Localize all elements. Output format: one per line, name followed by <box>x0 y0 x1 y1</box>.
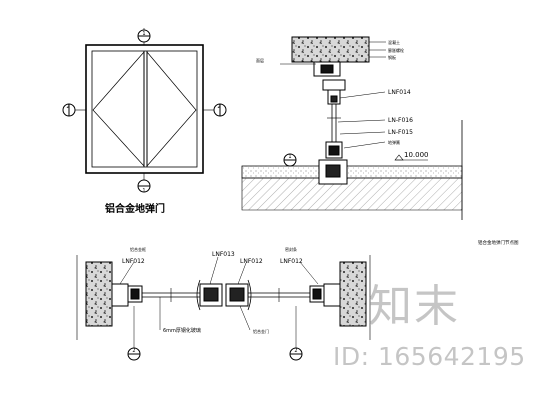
door-elevation <box>75 28 214 186</box>
label-lnf012-left: LNF012 <box>122 258 145 265</box>
vertical-section <box>241 36 463 220</box>
label-lnf015: LN-F015 <box>388 129 413 136</box>
left-leaf-swing-line <box>92 51 145 167</box>
level-dimension: 10.000 <box>404 151 429 159</box>
watermark-logo: 知末 <box>368 281 460 332</box>
left-jamb-frame <box>111 283 129 307</box>
floor-finish-layer <box>241 165 463 179</box>
right-wall <box>339 261 367 327</box>
ceiling-concrete-slab <box>291 36 370 63</box>
head-frame-box <box>322 79 346 91</box>
leader-lnf014 <box>339 91 386 99</box>
floor-base-layer <box>241 177 463 211</box>
section-mark-left-text: 2 <box>66 104 69 110</box>
label-lnf016: LN-F016 <box>388 117 413 124</box>
leader-lnf012-left <box>119 261 135 285</box>
leader-door-note <box>239 305 251 331</box>
bottom-rail-core <box>328 145 340 156</box>
head-frame-core <box>330 95 338 103</box>
left-jamb-core <box>130 288 140 300</box>
label-lnf013: LNF013 <box>212 251 235 258</box>
right-jamb-core <box>312 288 322 300</box>
label-lnf014: LNF014 <box>388 89 411 96</box>
leader-lnf015 <box>339 131 386 135</box>
watermark-id: ID: 165642195 <box>333 342 526 371</box>
note-plate: 钢板 <box>388 54 396 60</box>
leader-lnf013 <box>209 256 219 285</box>
note-finish: 面层 <box>256 57 264 63</box>
note-bolt: 膨胀螺栓 <box>388 47 404 53</box>
floor-spring-core <box>325 164 341 178</box>
horizontal-section-mark-right-text: 2 <box>294 348 297 354</box>
head-anchor-fill <box>320 64 334 74</box>
vertical-section-mark-text: 1 <box>288 154 291 160</box>
center-stile-left-core <box>203 287 219 302</box>
section-mark-top-text: 1 <box>142 31 145 37</box>
section-mark-bottom-text: 1 <box>142 188 145 194</box>
door-outer-frame <box>85 44 204 174</box>
section-mark-right-text: 2 <box>217 104 220 110</box>
label-lnf012-center: LNF012 <box>240 258 263 265</box>
leader-lnf012-center <box>237 262 247 285</box>
note-alu-door: 铝合金门 <box>253 328 269 334</box>
note-alu-frame-left: 铝合金框 <box>130 246 146 252</box>
note-concrete: 混凝土 <box>388 39 400 45</box>
note-seal: 密封条 <box>285 246 297 252</box>
seal-left <box>196 279 201 311</box>
right-leaf-swing-line <box>146 51 197 167</box>
leader-lnf012-right <box>299 261 319 285</box>
horizontal-section-mark-left-text: 2 <box>132 348 135 354</box>
elevation-section-marks <box>62 29 227 193</box>
door-elevation-title: 铝合金地弹门 <box>105 202 165 215</box>
glass-note: 6mm厚钢化玻璃 <box>163 327 201 334</box>
left-wall <box>85 261 113 327</box>
center-stile-right-core <box>229 287 245 302</box>
leader-spring <box>343 141 386 149</box>
vertical-section-title: 铝合金地弹门节点图 <box>478 239 519 246</box>
label-lnf012-right: LNF012 <box>280 258 303 265</box>
horizontal-section <box>76 255 371 361</box>
right-jamb-frame <box>323 283 341 307</box>
note-spring: 地弹簧 <box>388 139 400 145</box>
level-marker <box>394 154 404 161</box>
leader-lnf016 <box>337 119 386 123</box>
seal-right <box>247 279 252 311</box>
